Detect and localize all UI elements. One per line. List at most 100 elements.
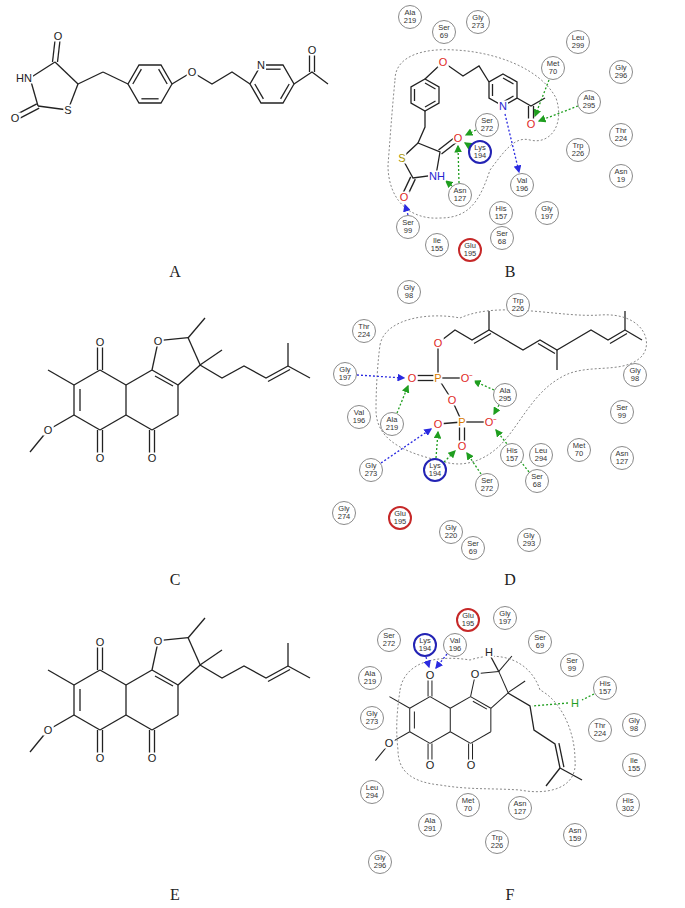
residue-circle: Gly 273 xyxy=(359,458,383,482)
molecule-bonds xyxy=(411,79,439,111)
residue-circle: Leu 294 xyxy=(360,780,384,804)
residue-circle: Ser 69 xyxy=(432,20,456,44)
residue-label: Gly 197 xyxy=(499,610,512,626)
residue-label: Met 70 xyxy=(547,60,560,76)
residue-circle: Gly 296 xyxy=(368,850,392,874)
molecule-bonds xyxy=(141,98,158,99)
atom-label: O⁻ xyxy=(460,373,475,384)
residue-circle: Leu 294 xyxy=(529,443,553,467)
residue-label: Ser 99 xyxy=(402,219,414,235)
molecule-bonds xyxy=(508,693,560,768)
residue-circle: Ala 219 xyxy=(380,412,404,436)
atom-label: O xyxy=(95,453,106,464)
atom-label: O xyxy=(470,669,481,680)
molecule-bonds xyxy=(30,318,525,765)
residue-label: Ala 219 xyxy=(404,9,417,25)
hbond-arrow xyxy=(474,381,494,390)
molecule-bonds xyxy=(30,618,222,758)
atom-label: O xyxy=(147,453,158,464)
residue-circle: Lys 194 xyxy=(423,458,447,482)
residue-label: Ile 155 xyxy=(431,237,444,253)
hbond-arrow xyxy=(405,205,408,215)
molecule-bonds xyxy=(559,743,564,767)
panel-letter: D xyxy=(503,572,517,588)
residue-circle: Thr 224 xyxy=(352,319,376,343)
residue-circle: Gly 274 xyxy=(332,501,356,525)
atom-label: O xyxy=(95,637,106,648)
residue-circle: Glu 195 xyxy=(458,238,482,262)
panel-letter: F xyxy=(505,887,516,903)
residue-circle: Ser 272 xyxy=(475,473,499,497)
atom-label: O xyxy=(10,113,21,124)
residue-label: Gly 296 xyxy=(374,854,387,870)
hbond-arrow xyxy=(505,114,519,172)
molecule-bonds xyxy=(30,62,55,78)
atom-label: O xyxy=(447,395,458,406)
residue-circle: Asn 127 xyxy=(610,446,634,470)
residue-label: Trp 226 xyxy=(512,297,525,313)
residue-label: Ser 272 xyxy=(383,632,396,648)
residue-circle: Ser 68 xyxy=(490,226,514,250)
residue-circle: Val 196 xyxy=(347,405,371,429)
residue-circle: Ala 295 xyxy=(577,90,601,114)
residue-circle: Ala 295 xyxy=(493,383,517,407)
residue-label: His 157 xyxy=(506,447,519,463)
residue-label: Trp 226 xyxy=(572,142,585,158)
residue-label: Gly 220 xyxy=(445,524,458,540)
atom-label: O xyxy=(433,419,444,430)
residue-circle: Glu 195 xyxy=(456,608,480,632)
pocket-contour xyxy=(376,310,647,464)
residue-label: Val 196 xyxy=(516,177,529,193)
atom-label: O xyxy=(433,338,444,349)
atom-label: O xyxy=(466,760,477,771)
molecule-bonds xyxy=(546,768,560,786)
residue-circle: Gly 220 xyxy=(439,520,463,544)
residue-circle: Gly 293 xyxy=(517,528,541,552)
residue-label: Ser 69 xyxy=(534,634,546,650)
atom-label: O xyxy=(95,753,106,764)
residue-label: Ser 68 xyxy=(531,473,543,489)
hbond-arrow xyxy=(357,80,594,706)
hbond-arrow xyxy=(496,430,529,472)
residue-circle: His 157 xyxy=(489,201,513,225)
residue-label: Gly 274 xyxy=(338,505,351,521)
molecule-bonds xyxy=(200,343,310,382)
atom-label: O xyxy=(453,133,464,144)
residue-circle: Ser 69 xyxy=(528,630,552,654)
residue-circle: Ser 68 xyxy=(525,469,549,493)
molecule-bonds xyxy=(30,318,222,458)
residue-label: Gly 273 xyxy=(472,14,485,30)
pocket-contour xyxy=(388,50,559,218)
residue-label: Gly 273 xyxy=(365,462,378,478)
molecule-bonds xyxy=(556,350,557,370)
molecule-bonds xyxy=(425,62,489,82)
molecule-bonds xyxy=(492,84,493,96)
atom-label: H xyxy=(570,698,580,709)
residue-label: Lys 194 xyxy=(474,144,487,160)
residue-circle: Ala 219 xyxy=(398,5,422,29)
atom-label: P xyxy=(457,417,466,428)
residue-label: Gly 98 xyxy=(629,367,640,383)
molecule-bonds xyxy=(560,768,582,780)
residue-circle: Val 196 xyxy=(510,173,534,197)
molecule-bonds xyxy=(488,311,489,330)
residue-label: Met 70 xyxy=(573,442,586,458)
atom-label: O xyxy=(425,760,436,771)
atom-label: O xyxy=(407,373,418,384)
atom-label: S xyxy=(397,153,406,164)
residue-circle: Met 70 xyxy=(567,438,591,462)
residue-label: Asn 159 xyxy=(569,827,582,843)
residue-circle: His 157 xyxy=(593,676,617,700)
atom-label: S xyxy=(63,105,72,116)
residue-label: Trp 226 xyxy=(491,834,504,850)
molecule-bonds xyxy=(78,72,103,84)
residue-circle: Trp 226 xyxy=(506,293,530,317)
molecule-bonds xyxy=(250,65,294,103)
hbond-arrow xyxy=(494,405,499,414)
hbond-arrow xyxy=(532,703,568,706)
molecule-bonds xyxy=(294,72,328,84)
atom-label: O xyxy=(425,670,436,681)
residue-circle: Gly 98 xyxy=(622,713,646,737)
atom-label: O xyxy=(526,119,537,130)
residue-label: Asn 127 xyxy=(454,187,467,203)
